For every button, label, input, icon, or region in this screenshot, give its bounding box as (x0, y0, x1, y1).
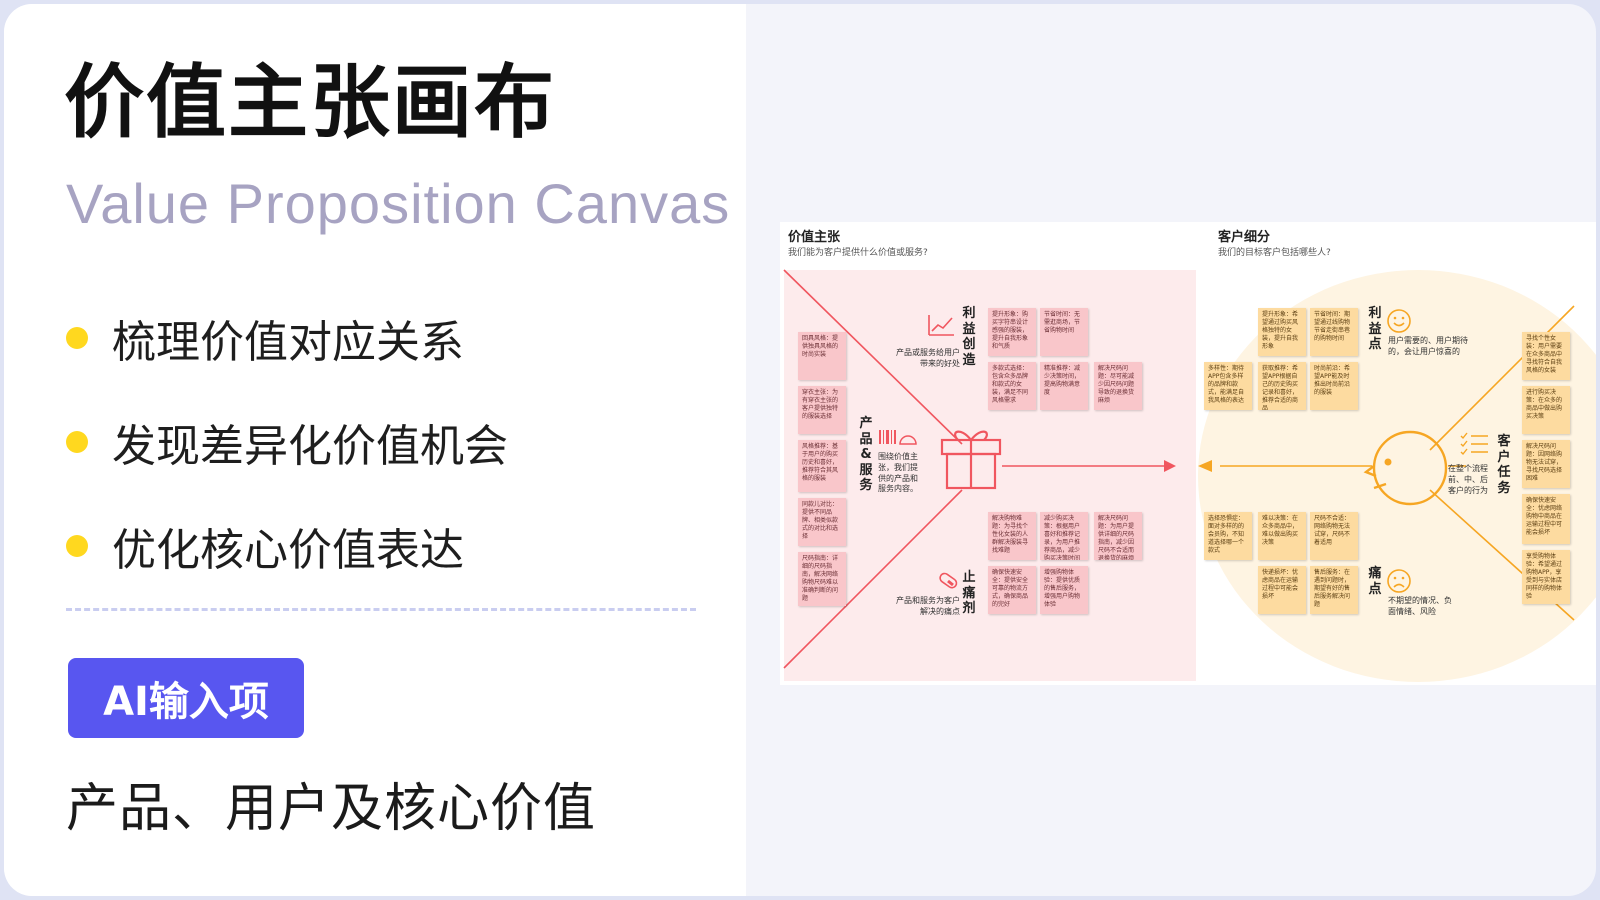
bullet-item: 梳理价值对应关系 (66, 286, 508, 390)
gain-note: 获取推荐：希望APP根据自己的历史购买记录和喜好，推荐合适的商品 (1258, 362, 1306, 410)
gain-creator-note: 解决尺码问题：尽可能减少因尺码问题导致的退换货麻烦 (1094, 362, 1142, 410)
page-subtitle: Value Proposition Canvas (66, 172, 731, 235)
bullet-text: 梳理价值对应关系 (112, 317, 464, 368)
customer-segment-title: 客户细分 (1218, 230, 1271, 245)
pain-reliever-note: 确保快速安全：提供安全可靠的物流方式，确保商品的完好 (988, 566, 1036, 614)
pain-reliever-note: 减少购买决策：根据用户喜好和推荐记录，为用户推荐商品，减少购买决策时间 (1040, 512, 1088, 560)
customer-segment-subtitle: 我们的目标客户包括哪些人? (1218, 248, 1331, 258)
product-note: 风格推荐：基于用户的购买历史和喜好，推荐符合其风格的服装 (798, 440, 846, 492)
gain-note: 节省时间：期望通过线购物节省走街串巷的购物时间 (1310, 308, 1358, 356)
gain-note: 多样性：期待APP包含多样的品牌和款式，能满足自我风格的表达 (1204, 362, 1252, 410)
customer-job-note: 确保快速安全：忧虑网络购物中商品在运输过程中可能会损坏 (1522, 494, 1570, 544)
gain-creators-desc: 产品或服务给用户带来的好处 (896, 348, 960, 368)
product-note: 同款儿对比：提供不同品牌、相类似款式的对比和选择 (798, 498, 846, 546)
product-note: 尺码指南：详细的尺码指南，解决网络购物尺码难以准确判断的问题 (798, 552, 846, 606)
customer-face-icon (1363, 430, 1448, 506)
pain-note: 难以决策：在众多商品中，难以做出购买决策 (1258, 512, 1306, 560)
products-services-label: 产品&服务 (859, 416, 873, 494)
canvas-lines (783, 269, 1575, 669)
gain-creator-note: 多款式选择：包含众多品牌和款式的女装，满足不同风格需求 (988, 362, 1036, 410)
gain-creators-label: 利益创造 (962, 306, 976, 368)
pains-desc: 不期望的情况、负面情绪、风险 (1388, 596, 1452, 616)
ai-input-badge: AI输入项 (68, 658, 304, 738)
info-panel: 价值主张画布 Value Proposition Canvas 梳理价值对应关系… (4, 4, 746, 896)
ai-input-description: 产品、用户及核心价值 (66, 779, 597, 839)
pains-label: 痛点 (1368, 566, 1382, 597)
product-note: 穿衣主张：为有穿衣主张的客户提供独特的服装选择 (798, 386, 846, 434)
pain-relievers-label: 止痛剂 (962, 570, 976, 617)
bullet-list: 梳理价值对应关系 发现差异化价值机会 优化核心价值表达 (66, 286, 508, 598)
value-proposition-title: 价值主张 (788, 230, 841, 245)
value-proposition-canvas: 价值主张 我们能为客户提供什么价值或服务? 客户细分 我们的目标客户包括哪些人? (780, 222, 1596, 685)
checklist-icon (1460, 432, 1488, 456)
bullet-text: 发现差异化价值机会 (112, 421, 508, 472)
card-frame: 价值主张画布 Value Proposition Canvas 梳理价值对应关系… (4, 4, 1596, 896)
customer-job-note: 解决尺码问题：因网络购物无法试穿，寻找尺码选择困难 (1522, 440, 1570, 488)
page-title: 价值主张画布 (64, 55, 556, 149)
customer-jobs-desc: 在整个流程前、中、后客户的行为 (1448, 464, 1488, 495)
frown-icon (1387, 569, 1411, 593)
smile-icon (1387, 309, 1411, 333)
customer-job-note: 寻找个性女装：用户需要在众多商品中寻找符合自我风格的女装 (1522, 332, 1570, 380)
pill-icon (939, 572, 958, 589)
pain-reliever-note: 解决购物难题：为寻找个性化女装的人群解决服装寻找难题 (988, 512, 1036, 560)
customer-job-note: 享受购物体验：希望通过购物APP，享受到与实体店同样的购物体验 (1522, 550, 1570, 604)
value-proposition-subtitle: 我们能为客户提供什么价值或服务? (788, 248, 928, 258)
barcode-cart-icon (879, 430, 917, 445)
bullet-text: 优化核心价值表达 (112, 525, 464, 576)
bullet-dot-icon (66, 535, 88, 557)
customer-job-note: 进行购买决策：在众多的商品中做出购买决策 (1522, 386, 1570, 434)
gain-creator-note: 节省时间：无需逛商场，节省购物时间 (1040, 308, 1088, 356)
product-note: 回具风格：提供独具风格的时尚实装 (798, 332, 846, 380)
pain-reliever-note: 解决尺码问题：为用户提供详细的尺码指南，减少因尺码不合适而退换货的麻烦 (1094, 512, 1142, 560)
bullet-item: 优化核心价值表达 (66, 494, 508, 598)
pain-note: 快递损坏：忧虑商品在运输过程中可能会损坏 (1258, 566, 1306, 614)
bullet-item: 发现差异化价值机会 (66, 390, 508, 494)
products-services-desc: 围绕价值主张，我们提供的产品和服务内容。 (878, 452, 918, 494)
bullet-dot-icon (66, 327, 88, 349)
divider (66, 608, 696, 611)
bullet-dot-icon (66, 431, 88, 453)
gain-note: 提升形象：希望通过购买风格独特的女装，提升自我形象 (1258, 308, 1306, 356)
pain-note: 售后服务：在遇到问题时，期望有好的售后服务解决问题 (1310, 566, 1358, 614)
customer-jobs-label: 客户任务 (1497, 434, 1511, 496)
gains-desc: 用户需要的、用户期待的，会让用户惊喜的 (1388, 336, 1468, 356)
pain-reliever-note: 增强购物体验：提供优质的售后服务，增强用户购物体验 (1040, 566, 1088, 614)
pain-note: 尺码不合适：网络购物无法试穿，尺码不着适用 (1310, 512, 1358, 560)
rising-chart-icon (928, 315, 954, 336)
gift-icon (940, 430, 1002, 490)
gain-creator-note: 精准推荐：减少决策时间，提高购物满意度 (1040, 362, 1088, 410)
pain-relievers-desc: 产品和服务为客户解决的痛点 (896, 596, 960, 616)
gain-note: 时尚前沿：希望APP能及时推出时尚前沿的服装 (1310, 362, 1358, 410)
pain-note: 选择恐惧症：面对多样的的会员购，不知道选择哪一个款式 (1204, 512, 1252, 560)
gains-label: 利益点 (1368, 306, 1382, 353)
gain-creator-note: 提升形象：购买字符串设计感强的服装，提升自我形象和气质 (988, 308, 1036, 356)
